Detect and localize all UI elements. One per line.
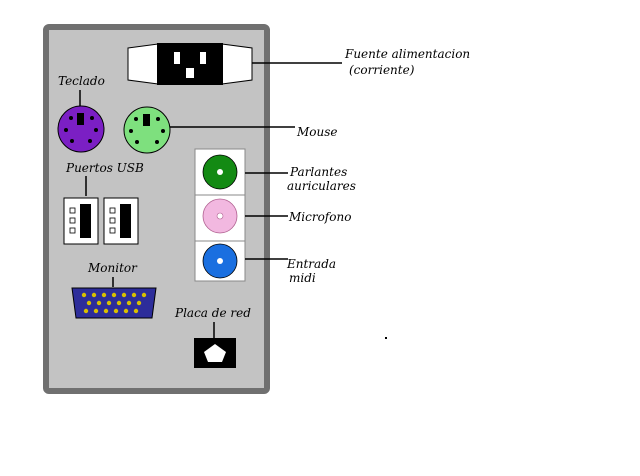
network-port-icon <box>194 338 236 368</box>
speakers-label: Parlantes <box>290 165 348 179</box>
power-connector-icon <box>127 43 253 85</box>
speakers-jack-icon <box>194 148 246 196</box>
keyboard-label: Teclado <box>58 74 105 88</box>
vga-port-icon <box>71 287 157 319</box>
midi-jack-icon <box>194 240 246 282</box>
power-sublabel: (corriente) <box>349 63 415 77</box>
midi-sublabel: midi <box>289 271 316 285</box>
keyboard-ps2-port-icon <box>57 105 105 153</box>
speakers-sublabel: auriculares <box>287 179 356 193</box>
usb-port-2-icon <box>103 197 139 245</box>
power-label: Fuente alimentacion <box>345 47 471 61</box>
monitor-label: Monitor <box>88 261 137 275</box>
usb-port-1-icon <box>63 197 99 245</box>
stray-dot <box>385 337 387 339</box>
microphone-jack-icon <box>194 194 246 242</box>
mouse-ps2-port-icon <box>123 106 171 154</box>
mouse-label: Mouse <box>297 125 338 139</box>
usb-label: Puertos USB <box>66 161 144 175</box>
microphone-label: Microfono <box>289 210 352 224</box>
midi-label: Entrada <box>287 257 337 271</box>
network-label: Placa de red <box>175 306 251 320</box>
